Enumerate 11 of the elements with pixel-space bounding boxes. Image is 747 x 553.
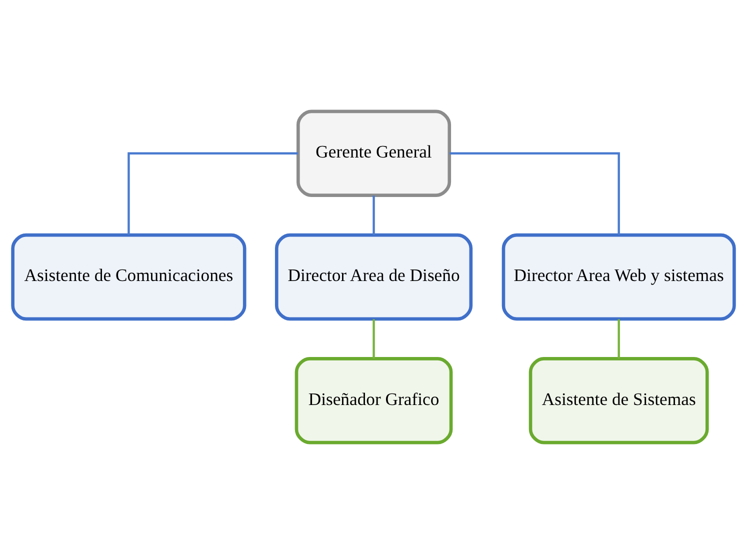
node-box: Gerente General [296,109,452,196]
node-box: Asistente de Sistemas [528,356,709,444]
connector [618,318,620,358]
node-box: Asistente de Comunicaciones [11,232,246,320]
connector [372,318,375,358]
connector [372,195,375,234]
node-box: Director Area de Diseño [274,232,473,320]
node-box: Director Area Web y sistemas [502,232,736,320]
connector [128,152,298,234]
connector [450,152,620,234]
node-box: Diseñador Grafico [294,356,453,444]
